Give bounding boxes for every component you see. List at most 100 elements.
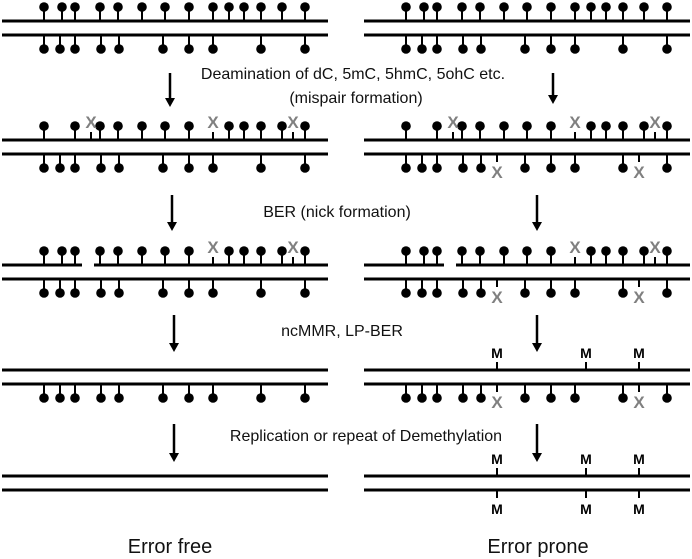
mutation-mark: M bbox=[633, 451, 645, 467]
methyl-lollipop bbox=[256, 393, 266, 403]
methyl-lollipop bbox=[114, 393, 124, 403]
methyl-lollipop bbox=[457, 121, 467, 131]
step-arrow-head bbox=[532, 343, 542, 352]
methyl-lollipop bbox=[476, 163, 486, 173]
methyl-lollipop bbox=[432, 2, 442, 12]
methyl-lollipop bbox=[570, 44, 580, 54]
methyl-lollipop bbox=[499, 2, 509, 12]
methyl-lollipop bbox=[137, 2, 147, 12]
methyl-lollipop bbox=[520, 393, 530, 403]
methyl-lollipop bbox=[239, 121, 249, 131]
methyl-lollipop bbox=[401, 393, 411, 403]
step-arrow-head bbox=[169, 453, 179, 462]
mutation-mark: M bbox=[491, 451, 503, 467]
methyl-lollipop bbox=[95, 121, 105, 131]
methyl-lollipop bbox=[39, 2, 49, 12]
mutation-mark: M bbox=[580, 451, 592, 467]
mutation-mark: M bbox=[633, 501, 645, 517]
methyl-lollipop bbox=[160, 121, 170, 131]
methyl-lollipop bbox=[586, 121, 596, 131]
methyl-lollipop bbox=[114, 163, 124, 173]
methyl-lollipop bbox=[499, 121, 509, 131]
methyl-lollipop bbox=[208, 288, 218, 298]
methyl-lollipop bbox=[158, 44, 168, 54]
mispair-mark: X bbox=[569, 113, 581, 132]
mispair-mark: X bbox=[633, 288, 645, 307]
methyl-lollipop bbox=[586, 2, 596, 12]
methyl-lollipop bbox=[184, 44, 194, 54]
methyl-lollipop bbox=[113, 2, 123, 12]
methyl-lollipop bbox=[546, 44, 556, 54]
mispair-mark: X bbox=[569, 238, 581, 257]
methyl-lollipop bbox=[432, 393, 442, 403]
methyl-lollipop bbox=[639, 246, 649, 256]
methyl-lollipop bbox=[601, 246, 611, 256]
methyl-lollipop bbox=[160, 246, 170, 256]
methyl-lollipop bbox=[300, 44, 310, 54]
methyl-lollipop bbox=[300, 163, 310, 173]
methyl-lollipop bbox=[70, 163, 80, 173]
mutation-mark: M bbox=[491, 501, 503, 517]
methyl-lollipop bbox=[184, 246, 194, 256]
methyl-lollipop bbox=[95, 2, 105, 12]
methyl-lollipop bbox=[300, 2, 310, 12]
methyl-lollipop bbox=[417, 44, 427, 54]
methyl-lollipop bbox=[114, 288, 124, 298]
methyl-lollipop bbox=[184, 121, 194, 131]
methyl-lollipop bbox=[158, 163, 168, 173]
methyl-lollipop bbox=[70, 246, 80, 256]
mispair-mark: X bbox=[491, 163, 503, 182]
mispair-mark: X bbox=[207, 113, 219, 132]
methyl-lollipop bbox=[224, 121, 234, 131]
methyl-lollipop bbox=[457, 2, 467, 12]
methyl-lollipop bbox=[419, 2, 429, 12]
methyl-lollipop bbox=[256, 246, 266, 256]
methyl-lollipop bbox=[662, 44, 672, 54]
methyl-lollipop bbox=[476, 288, 486, 298]
methyl-lollipop bbox=[546, 246, 556, 256]
methyl-lollipop bbox=[618, 44, 628, 54]
methyl-lollipop bbox=[522, 121, 532, 131]
methyl-lollipop bbox=[39, 393, 49, 403]
methyl-lollipop bbox=[546, 163, 556, 173]
mispair-mark: X bbox=[447, 113, 459, 132]
methyl-lollipop bbox=[662, 2, 672, 12]
methyl-lollipop bbox=[522, 246, 532, 256]
methyl-lollipop bbox=[476, 393, 486, 403]
methyl-lollipop bbox=[96, 288, 106, 298]
methyl-lollipop bbox=[662, 163, 672, 173]
methyl-lollipop bbox=[239, 246, 249, 256]
methyl-lollipop bbox=[39, 163, 49, 173]
methyl-lollipop bbox=[137, 246, 147, 256]
mutation-mark: M bbox=[580, 501, 592, 517]
methyl-lollipop bbox=[419, 246, 429, 256]
methyl-lollipop bbox=[570, 288, 580, 298]
methyl-lollipop bbox=[458, 163, 468, 173]
methyl-lollipop bbox=[570, 163, 580, 173]
methyl-lollipop bbox=[114, 44, 124, 54]
step-label-mispair: (mispair formation) bbox=[289, 90, 423, 107]
caption-error-prone: Error prone bbox=[487, 536, 589, 558]
step-arrow-head bbox=[167, 222, 177, 231]
methyl-lollipop bbox=[401, 121, 411, 131]
methyl-lollipop bbox=[639, 2, 649, 12]
methyl-lollipop bbox=[113, 246, 123, 256]
methyl-lollipop bbox=[184, 2, 194, 12]
methyl-lollipop bbox=[300, 393, 310, 403]
methyl-lollipop bbox=[432, 246, 442, 256]
step-label-repair: ncMMR, LP-BER bbox=[281, 323, 403, 340]
methyl-lollipop bbox=[601, 2, 611, 12]
methyl-lollipop bbox=[113, 121, 123, 131]
methyl-lollipop bbox=[256, 163, 266, 173]
methyl-lollipop bbox=[208, 44, 218, 54]
methyl-lollipop bbox=[458, 288, 468, 298]
methyl-lollipop bbox=[570, 393, 580, 403]
methyl-lollipop bbox=[39, 44, 49, 54]
methyl-lollipop bbox=[618, 246, 628, 256]
methyl-lollipop bbox=[300, 121, 310, 131]
methyl-lollipop bbox=[256, 44, 266, 54]
mispair-mark: X bbox=[287, 113, 299, 132]
methyl-lollipop bbox=[184, 393, 194, 403]
methyl-lollipop bbox=[57, 2, 67, 12]
methyl-lollipop bbox=[184, 288, 194, 298]
